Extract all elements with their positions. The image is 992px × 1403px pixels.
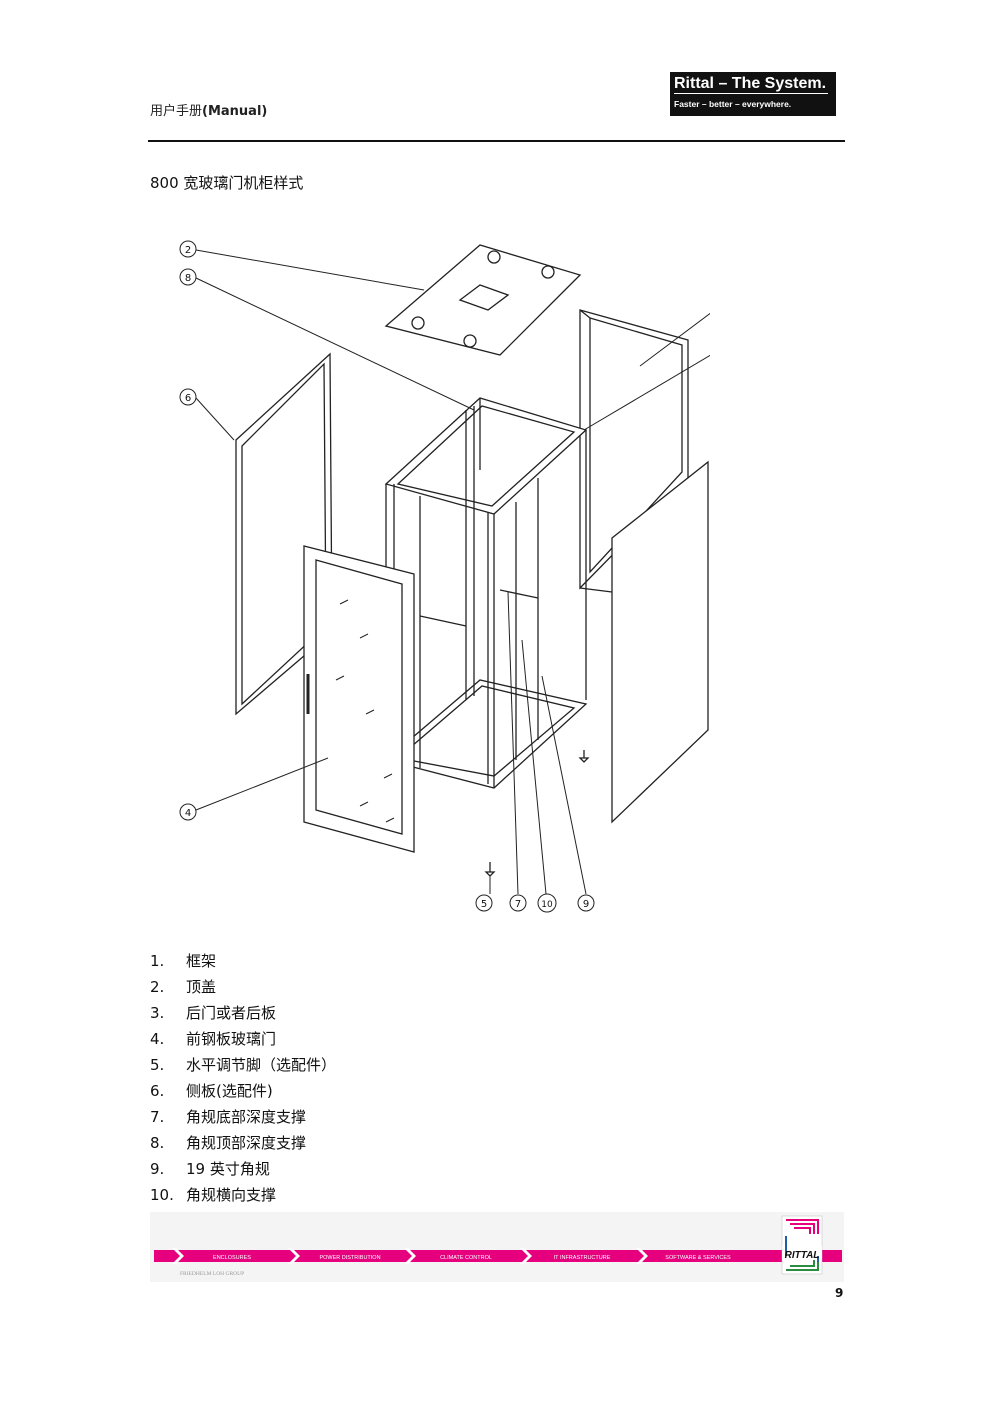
logo-title: Rittal – The System. (674, 75, 829, 94)
list-item: 6.侧板(选配件) (150, 1082, 273, 1100)
footer-group: FRIEDHELM LOH GROUP (180, 1271, 244, 1277)
list-item: 5.水平调节脚（选配件） (150, 1056, 337, 1074)
page-number: 9 (835, 1286, 844, 1300)
rear-door (579, 309, 689, 593)
leveling-foot (578, 750, 590, 763)
front-glass-door (303, 545, 415, 853)
section-title: 800 宽玻璃门机柜样式 (150, 174, 304, 192)
callout-6: 6 (185, 393, 191, 404)
list-item: 7.角规底部深度支撑 (150, 1108, 307, 1126)
callout-5: 5 (481, 899, 487, 910)
footer-color-band (154, 1250, 842, 1262)
footer-brand: RITTAL (785, 1250, 820, 1261)
footer-category: POWER DISTRIBUTION (319, 1255, 380, 1261)
list-item: 3.后门或者后板 (150, 1004, 277, 1022)
callout-10: 10 (541, 900, 553, 910)
rittal-logo: Rittal – The System. Faster – better – e… (670, 72, 836, 116)
footer-category: ENCLOSURES (213, 1255, 251, 1261)
callout-7: 7 (515, 899, 521, 910)
frame (384, 397, 588, 789)
footer-band: ENCLOSURES POWER DISTRIBUTION CLIMATE CO… (150, 1212, 844, 1282)
logo-subtitle: Faster – better – everywhere. (674, 99, 792, 109)
leveling-foot (484, 862, 496, 877)
rittal-brand-icon (781, 1215, 823, 1275)
footer-category: IT INFRASTRUCTURE (554, 1255, 611, 1261)
cabinet-exploded-diagram: 1 2 3 4 5 6 7 8 9 10 (179, 240, 710, 913)
callout-8: 8 (185, 273, 191, 284)
header-rule (148, 140, 845, 142)
callout-9: 9 (583, 899, 589, 910)
list-item: 4.前钢板玻璃门 (150, 1030, 277, 1048)
top-cover (384, 244, 582, 356)
list-item: 2.顶盖 (150, 978, 217, 996)
footer-category: SOFTWARE & SERVICES (665, 1255, 731, 1261)
manual-label: 用户手册(Manual) (150, 104, 268, 119)
list-item: 8.角规顶部深度支撑 (150, 1134, 307, 1152)
list-item: 1.框架 (150, 952, 217, 970)
footer-category: CLIMATE CONTROL (440, 1255, 492, 1261)
list-item: 10.角规横向支撑 (150, 1186, 277, 1204)
list-item: 9.19 英寸角规 (150, 1160, 270, 1178)
parts-list: 1.框架 2.顶盖 3.后门或者后板 4.前钢板玻璃门 5.水平调节脚（选配件）… (150, 948, 336, 1208)
callout-2: 2 (185, 245, 191, 256)
side-panel-right (611, 460, 709, 824)
callout-4: 4 (185, 808, 191, 819)
